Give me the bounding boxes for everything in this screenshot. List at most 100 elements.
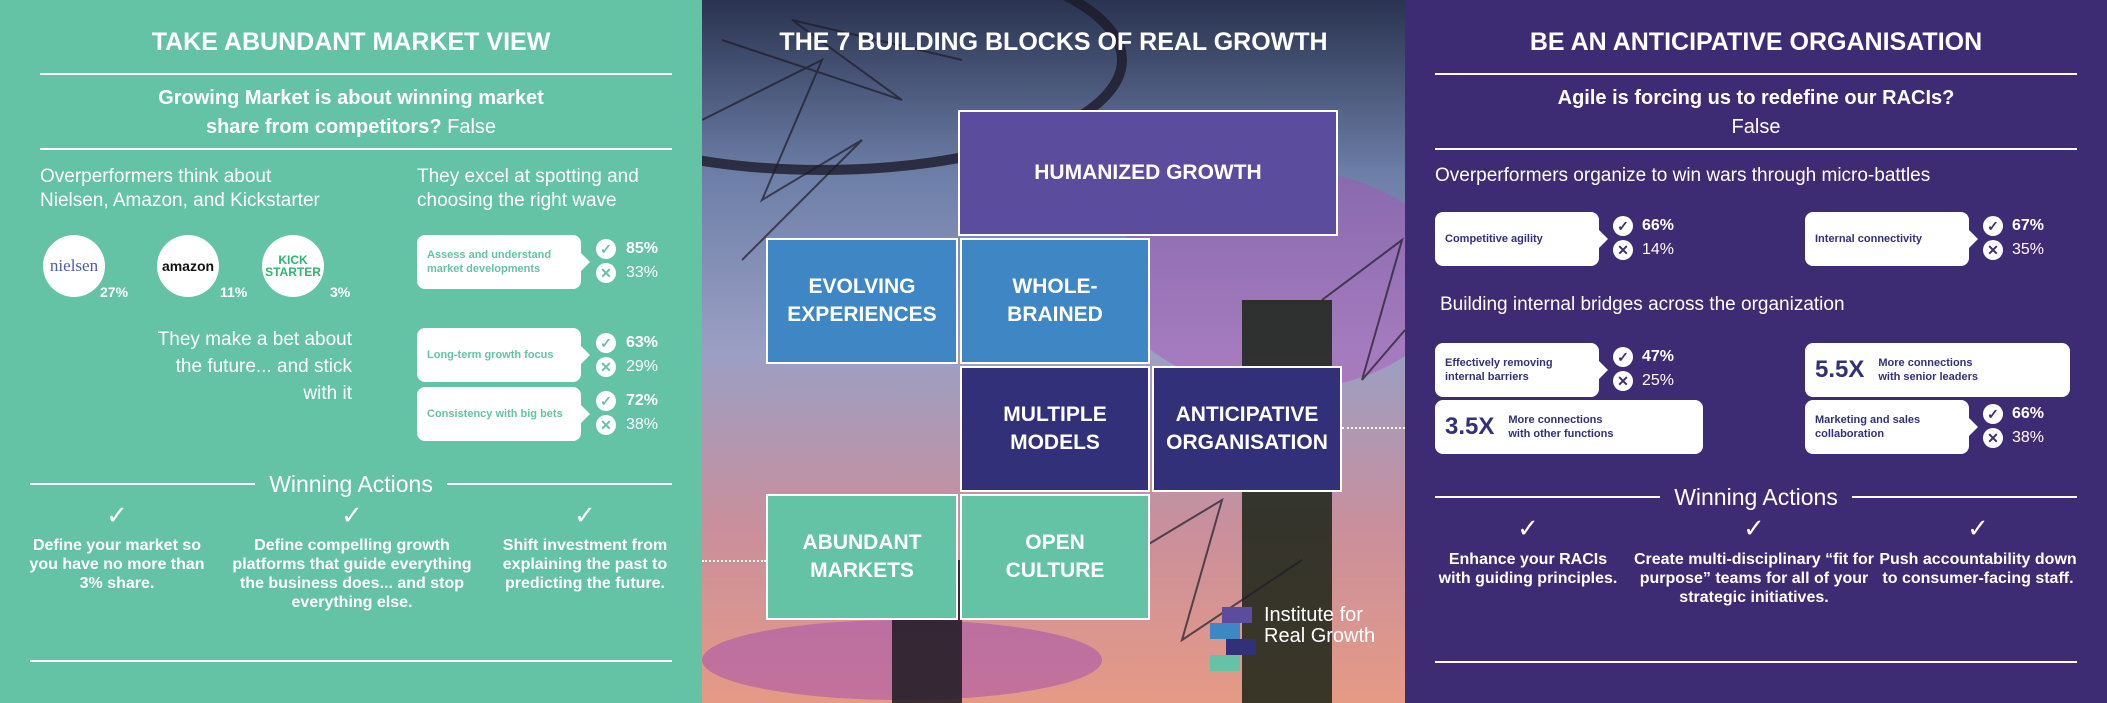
action-text: Enhance your RACIs with guiding principl… [1438, 551, 1618, 587]
stat-box: Competitive agility [1435, 212, 1608, 266]
block-abundant-markets: ABUNDANT MARKETS [766, 494, 958, 620]
winning-header: Winning Actions [30, 470, 673, 498]
stat-box: Internal connectivity [1805, 212, 1978, 266]
excel-text: They excel at spotting and choosing the r… [417, 165, 639, 213]
bet-text: They make a bet about the future... and s… [158, 326, 352, 407]
bet-line: They make a bet about [157, 329, 352, 350]
yes-pct: 66% [1642, 217, 1675, 234]
x-circle-icon: ✕ [596, 415, 616, 435]
no-pct: 38% [2012, 429, 2045, 446]
block-anticipative-organisation: ANTICIPATIVE ORGANISATION [1152, 366, 1342, 492]
subtitle-answer: False [447, 116, 497, 138]
stat-box: Long-term growth focus [417, 328, 590, 382]
x-circle-icon: ✕ [1613, 371, 1633, 391]
yes-pct: 66% [2012, 405, 2045, 422]
yes-pct: 67% [2012, 217, 2045, 234]
divider [40, 73, 672, 75]
center-title: THE 7 BUILDING BLOCKS OF REAL GROWTH [779, 28, 1328, 56]
block-evolving-experiences: EVOLVING EXPERIENCES [766, 238, 958, 364]
yes-pct: 85% [626, 240, 659, 257]
stat-box: Effectively removing internal barriers [1435, 343, 1608, 397]
excel-line: choosing the right wave [417, 190, 617, 211]
left-subtitle: Growing Market is about winning market s… [0, 84, 702, 142]
action-text: Push accountability down to consumer-fac… [1879, 551, 2077, 587]
right-panel: BE AN ANTICIPATIVE ORGANISATION Agile is… [1405, 0, 2107, 703]
divider [446, 483, 673, 485]
divider [1435, 661, 2077, 663]
multiplier-label: More connections with senior leaders [1878, 357, 1979, 383]
x-circle-icon: ✕ [1613, 240, 1633, 260]
no-pct: 35% [2012, 241, 2045, 258]
checkmark-icon: ✓ [574, 500, 596, 530]
subtitle-line: Growing Market is about winning market [158, 87, 544, 109]
excel-line: They excel at spotting and [417, 166, 639, 187]
institute-logo-icon [1210, 607, 1258, 671]
action-text: Define compelling growth platforms that … [232, 537, 472, 611]
checkmark-icon: ✓ [106, 500, 128, 530]
think-line: Overperformers think about [40, 166, 272, 187]
check-circle-icon: ✓ [1983, 216, 2003, 236]
block-multiple-models: MULTIPLE MODELS [960, 366, 1150, 492]
right-subtitle: Agile is forcing us to redefine our RACI… [1405, 84, 2107, 142]
left-title: TAKE ABUNDANT MARKET VIEW [151, 28, 551, 56]
action-text: Create multi-disciplinary “fit for purpo… [1633, 551, 1875, 606]
bet-line: the future... and stick [175, 356, 352, 377]
multiplier-value: 3.5X [1445, 413, 1495, 440]
x-circle-icon: ✕ [596, 263, 616, 283]
no-pct: 25% [1642, 372, 1675, 389]
think-line: Nielsen, Amazon, and Kickstarter [40, 190, 320, 211]
checkmark-icon: ✓ [1743, 513, 1765, 543]
divider [1435, 148, 2077, 150]
x-circle-icon: ✕ [596, 357, 616, 377]
action-text: Shift investment from explaining the pas… [502, 537, 668, 592]
connector-line [1342, 427, 1405, 429]
check-circle-icon: ✓ [596, 239, 616, 259]
x-circle-icon: ✕ [1983, 428, 2003, 448]
winning-title: Winning Actions [1674, 484, 1838, 510]
organize-text: Overperformers organize to win wars thro… [1435, 165, 1931, 186]
block-humanized-growth: HUMANIZED GROWTH [958, 110, 1338, 236]
divider [1851, 496, 2078, 498]
divider [40, 148, 672, 150]
stat-box: Assess and understand market development… [417, 235, 590, 289]
multiplier-value: 5.5X [1815, 356, 1865, 383]
checkmark-icon: ✓ [341, 500, 363, 530]
brand-pct: 27% [100, 284, 129, 300]
subtitle-line: share from competitors? [205, 116, 442, 138]
check-circle-icon: ✓ [596, 391, 616, 411]
institute-logo-text: Institute for Real Growth [1264, 604, 1376, 647]
divider [1435, 496, 1661, 498]
divider [1435, 73, 2077, 75]
winning-header: Winning Actions [1435, 483, 2078, 511]
right-title: BE AN ANTICIPATIVE ORGANISATION [1529, 28, 1983, 56]
bridges-text: Building internal bridges across the org… [1440, 294, 1845, 315]
yes-pct: 47% [1642, 348, 1675, 365]
action-text: Define your market so you have no more t… [29, 537, 205, 592]
yes-pct: 63% [626, 334, 659, 351]
block-open-culture: OPEN CULTURE [960, 494, 1150, 620]
block-whole-brained: WHOLE- BRAINED [960, 238, 1150, 364]
check-circle-icon: ✓ [596, 333, 616, 353]
checkmark-icon: ✓ [1517, 513, 1539, 543]
no-pct: 29% [626, 358, 659, 375]
connector-line [702, 560, 766, 562]
checkmark-icon: ✓ [1967, 513, 1989, 543]
winning-title: Winning Actions [269, 471, 433, 497]
kickstarter-logo: KICK STARTER [262, 235, 324, 297]
yes-pct: 72% [626, 392, 659, 409]
divider [30, 483, 256, 485]
check-circle-icon: ✓ [1983, 404, 2003, 424]
no-pct: 33% [626, 264, 659, 281]
stat-box: Consistency with big bets [417, 387, 590, 441]
check-circle-icon: ✓ [1613, 216, 1633, 236]
nielsen-logo: nielsen [43, 235, 105, 297]
x-circle-icon: ✕ [1983, 240, 2003, 260]
stat-box: Marketing and sales collaboration [1805, 400, 1978, 454]
no-pct: 38% [626, 416, 659, 433]
amazon-logo: amazon [157, 235, 219, 297]
multiplier-label: More connections with other functions [1508, 414, 1614, 440]
check-circle-icon: ✓ [1613, 347, 1633, 367]
center-panel: THE 7 BUILDING BLOCKS OF REAL GROWTH HUM… [702, 0, 1405, 703]
multiplier-box: 3.5X More connections with other function… [1435, 400, 1703, 454]
